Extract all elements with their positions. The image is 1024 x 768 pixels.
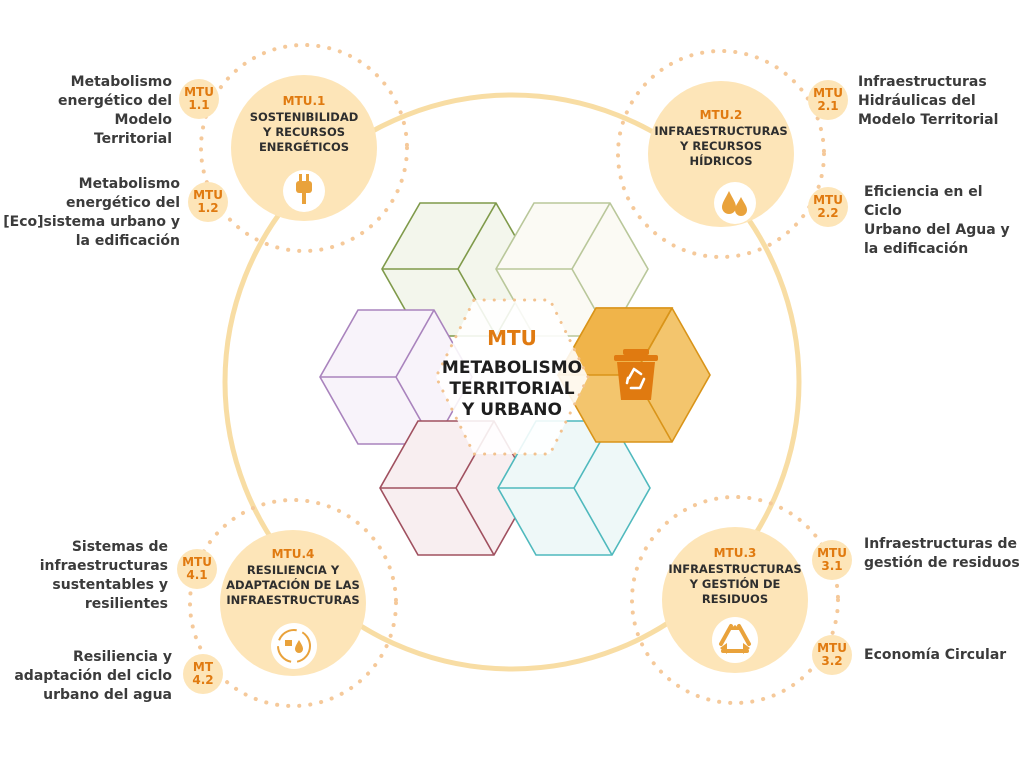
- node-mtu1-code: MTU.1: [282, 94, 326, 108]
- node-disc-3: [662, 527, 808, 673]
- recycle-icon: [712, 617, 758, 663]
- badge-mtu-3-1[interactable]: MTU 3.1: [812, 540, 852, 580]
- badge-mtu-1-1[interactable]: MTU 1.1: [179, 79, 219, 119]
- node-mtu3[interactable]: MTU.3 INFRAESTRUCTURAS Y GESTIÓN DE RESI…: [662, 528, 808, 674]
- node-disc-1: [231, 75, 377, 221]
- label-mtu-4-2: Resiliencia y adaptación del ciclo urban…: [14, 649, 172, 703]
- orbit-mtu4: [188, 498, 398, 708]
- label-mtu-2-1: Infraestructuras Hidráulicas del Modelo …: [858, 74, 999, 128]
- recycle-bin-icon: [614, 349, 658, 400]
- badge-mtu-1-2[interactable]: MTU 1.2: [188, 182, 228, 222]
- orbit-mtu1: [199, 43, 409, 253]
- node-mtu2-title: INFRAESTRUCTURAS Y RECURSOS HÍDRICOS: [654, 124, 788, 168]
- node-mtu2[interactable]: MTU.2 INFRAESTRUCTURAS Y RECURSOS HÍDRIC…: [648, 82, 794, 228]
- badge-mtu-2-1[interactable]: MTU 2.1: [808, 80, 848, 120]
- outer-ring: [222, 92, 802, 672]
- node-disc-2: [648, 81, 794, 227]
- node-disc-4: [220, 530, 366, 676]
- node-mtu4[interactable]: MTU.4 RESILIENCIA Y ADAPTACIÓN DE LAS IN…: [220, 530, 366, 676]
- label-mtu-3-1: Infraestructuras de gestión de residuos: [864, 536, 1020, 571]
- center-title: METABOLISMO TERRITORIAL Y URBANO: [441, 358, 583, 420]
- label-mtu-2-2: Eficiencia en el Ciclo Urbano del Agua y…: [864, 184, 1010, 257]
- label-mtu-4-1: Sistemas de infraestructuras sustentable…: [39, 539, 168, 612]
- plug-icon: [283, 170, 325, 212]
- label-mtu-1-2: Metabolismo energético del [Eco]sistema …: [3, 176, 180, 249]
- orbit-mtu2: [616, 49, 826, 259]
- badge-mtu-4-2[interactable]: MT 4.2: [183, 654, 223, 694]
- node-mtu3-code: MTU.3: [713, 546, 757, 560]
- node-mtu3-title: INFRAESTRUCTURAS Y GESTIÓN DE RESIDUOS: [668, 562, 802, 606]
- node-mtu1-title: SOSTENIBILIDAD Y RECURSOS ENERGÉTICOS: [249, 110, 359, 154]
- hex-center: [434, 298, 590, 456]
- hexagon-cluster: [319, 202, 711, 556]
- orbit-mtu3: [630, 495, 840, 705]
- node-mtu2-code: MTU.2: [699, 108, 743, 122]
- badge-mtu-4-1[interactable]: MTU 4.1: [177, 549, 217, 589]
- node-mtu4-title: RESILIENCIA Y ADAPTACIÓN DE LAS INFRAEST…: [226, 563, 360, 607]
- label-mtu-1-1: Metabolismo energético del Modelo Territ…: [58, 74, 172, 147]
- node-mtu4-code: MTU.4: [271, 547, 315, 561]
- node-mtu1[interactable]: MTU.1 SOSTENIBILIDAD Y RECURSOS ENERGÉTI…: [231, 76, 377, 222]
- resilience-cycle-icon: [271, 623, 317, 669]
- badge-mtu-2-2[interactable]: MTU 2.2: [808, 187, 848, 227]
- center-code: MTU: [487, 326, 537, 350]
- label-mtu-3-2: Economía Circular: [864, 647, 1007, 663]
- water-drops-icon: [714, 182, 756, 224]
- badge-mtu-3-2[interactable]: MTU 3.2: [812, 635, 852, 675]
